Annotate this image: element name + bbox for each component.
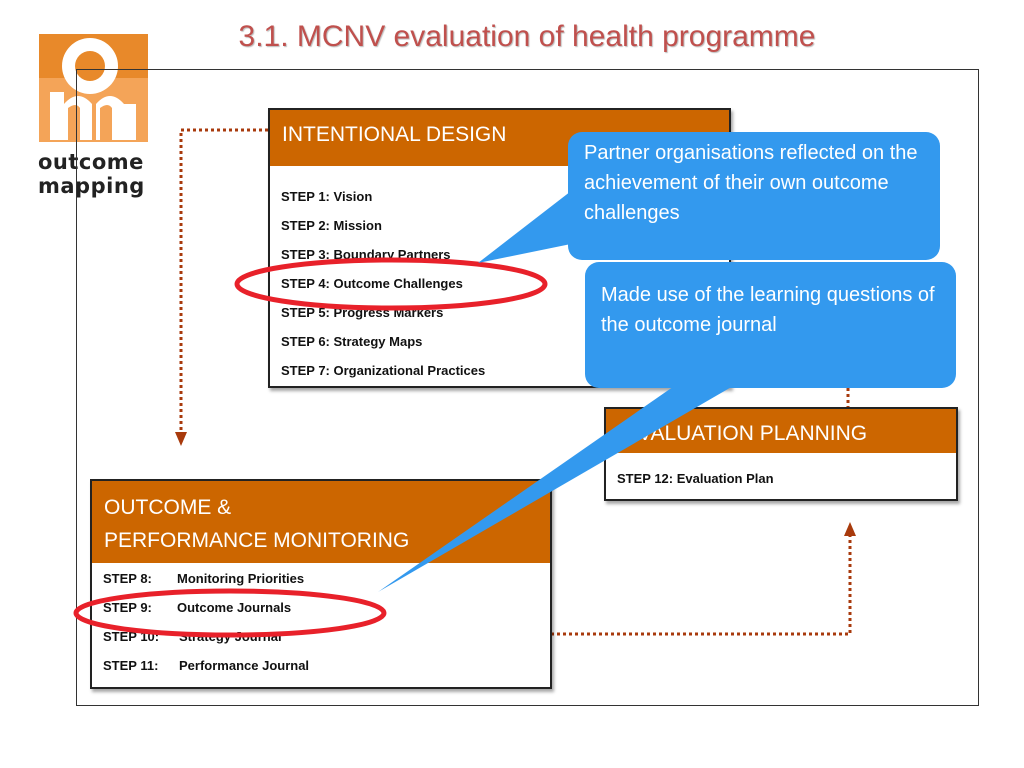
monitoring-box: OUTCOME & PERFORMANCE MONITORING STEP 8:… (90, 479, 552, 689)
monitoring-header-line2: PERFORMANCE MONITORING (104, 529, 410, 552)
step-2: STEP 2: Mission (281, 218, 382, 233)
callout-learning-questions: Made use of the learning questions of th… (585, 262, 956, 388)
slide-title: 3.1. MCNV evaluation of health programme (238, 20, 816, 53)
logo-text: outcome mapping (38, 150, 145, 198)
step-9: STEP 9:Outcome Journals (103, 600, 292, 615)
highlight-outcome-challenges (234, 257, 548, 311)
monitoring-header: OUTCOME & PERFORMANCE MONITORING (92, 481, 550, 563)
monitoring-header-line1: OUTCOME & (104, 496, 232, 519)
callout-pointer-second (378, 382, 740, 592)
diagram-frame (76, 69, 979, 706)
arrowhead-down-icon (175, 432, 187, 446)
callout-partner-reflection: Partner organisations reflected on the a… (568, 132, 940, 260)
step-6: STEP 6: Strategy Maps (281, 334, 423, 349)
step-11: STEP 11:Performance Journal (103, 658, 310, 673)
step-8: STEP 8:Monitoring Priorities (103, 571, 305, 586)
step-12: STEP 12: Evaluation Plan (617, 471, 774, 486)
arrowhead-up-icon (844, 522, 856, 536)
step-1: STEP 1: Vision (281, 189, 373, 204)
step-7: STEP 7: Organizational Practices (281, 363, 486, 378)
highlight-outcome-journals (73, 588, 387, 638)
step-4: STEP 4: Outcome Challenges (281, 276, 463, 291)
evaluation-planning-header: EVALUATION PLANNING (606, 409, 956, 453)
arrow-design-to-monitoring (179, 128, 268, 430)
